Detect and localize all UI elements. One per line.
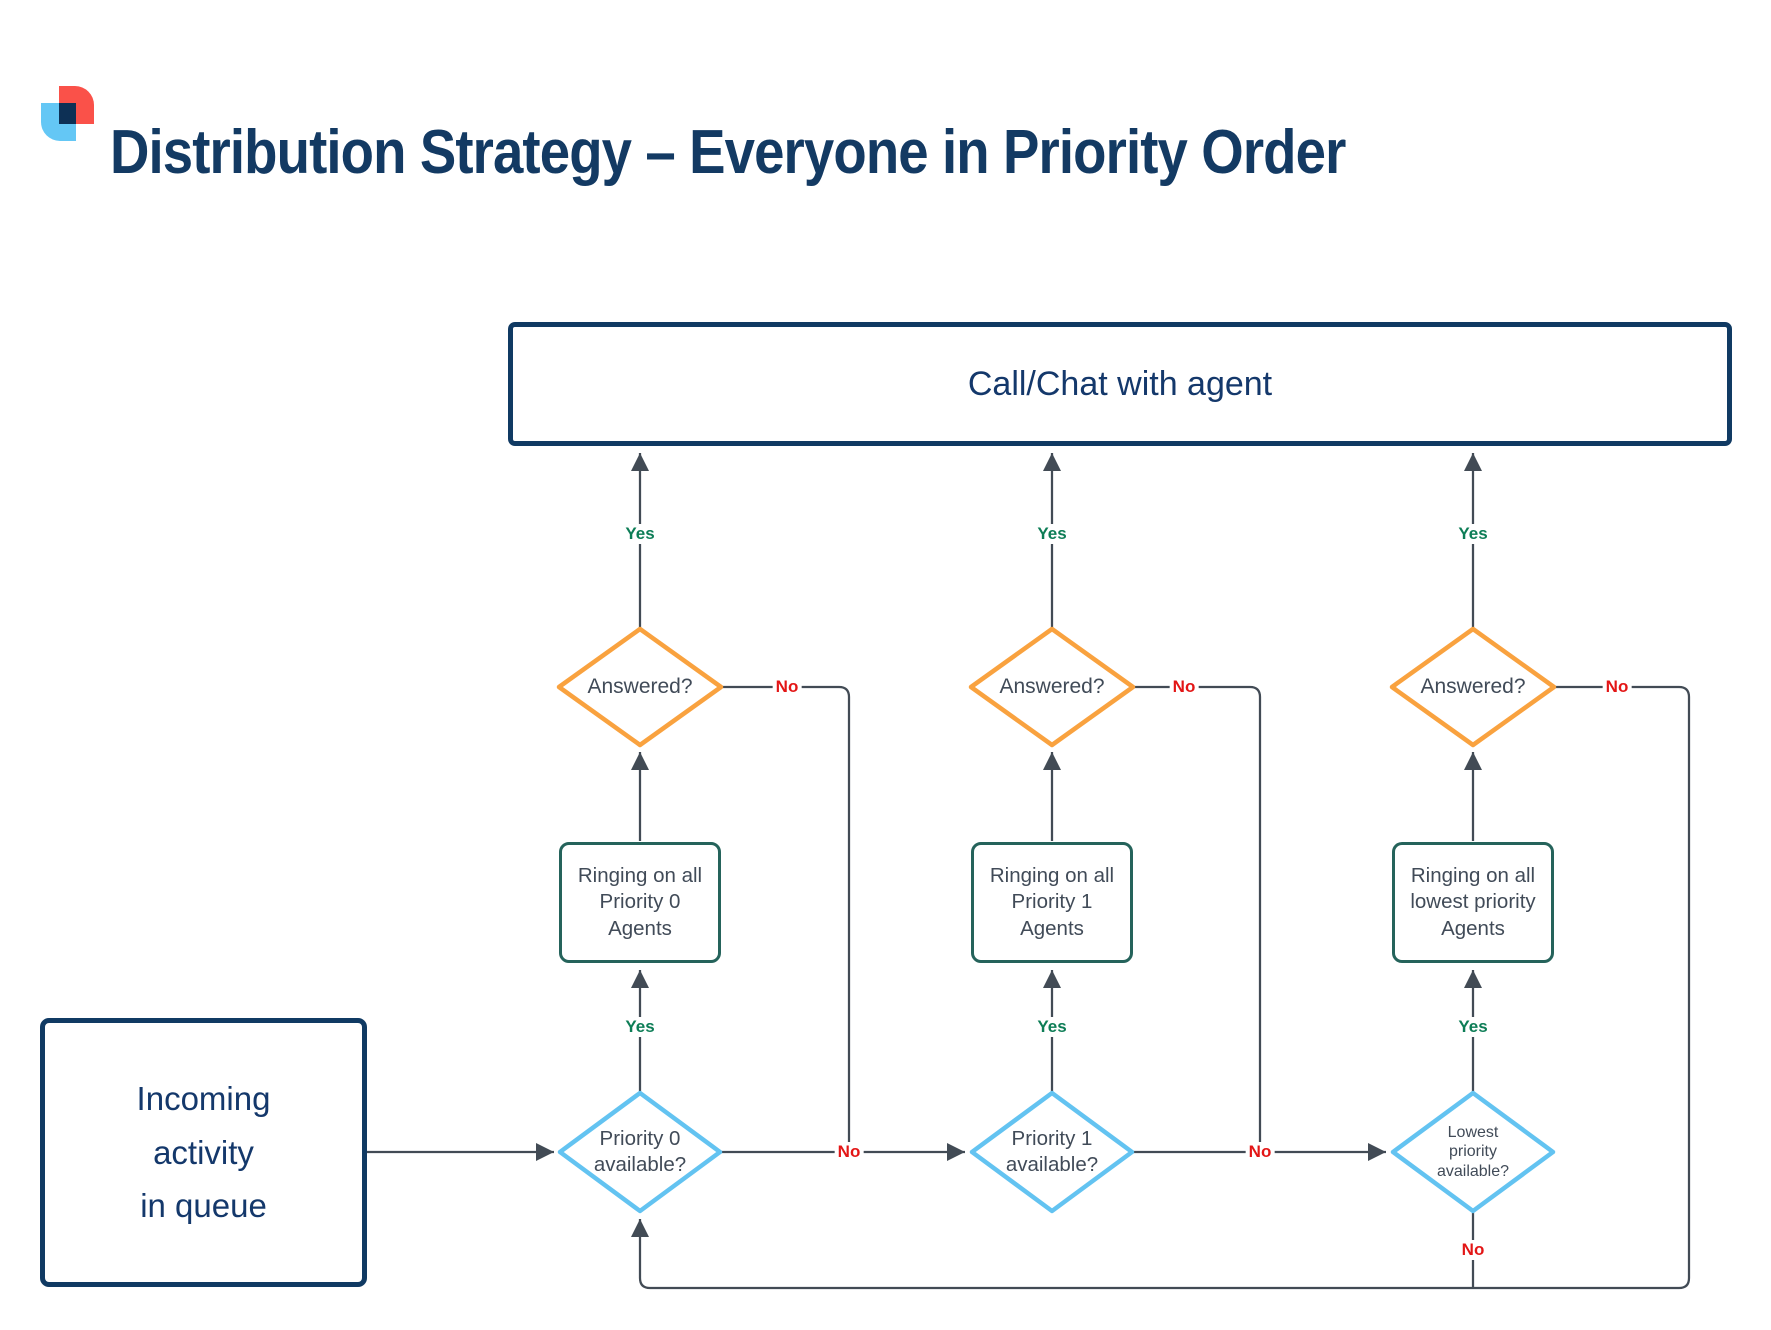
- connector-answered1-no: [722, 685, 851, 1151]
- ringing-box-priority1: Ringing on all Priority 1 Agents: [971, 842, 1133, 963]
- call-chat-label: Call/Chat with agent: [967, 364, 1273, 403]
- no-label-available-2: No: [1245, 1142, 1275, 1162]
- no-label-available-1: No: [834, 1142, 864, 1162]
- yes-label-answered-2: Yes: [1034, 524, 1070, 544]
- no-label-answered-1: No: [772, 677, 802, 697]
- page-title: Distribution Strategy – Everyone in Prio…: [110, 118, 1346, 187]
- ringing-box-lowest-priority: Ringing on all lowest priority Agents: [1392, 842, 1554, 963]
- yes-label-available-2: Yes: [1034, 1017, 1070, 1037]
- yes-label-answered-1: Yes: [622, 524, 658, 544]
- ringing-box-priority1-label: Ringing on all Priority 1 Agents: [989, 864, 1115, 940]
- yes-label-available-3: Yes: [1455, 1017, 1491, 1037]
- logo-overlap-square-icon: [59, 103, 76, 124]
- no-label-available-3: No: [1458, 1240, 1488, 1260]
- call-chat-box: Call/Chat with agent: [508, 322, 1732, 446]
- answered-diamond-3: [1389, 626, 1557, 748]
- answered-diamond-1: [556, 626, 724, 748]
- available-diamond-3: [1390, 1090, 1556, 1214]
- available-diamond-2: [969, 1090, 1135, 1214]
- ringing-box-priority0: Ringing on all Priority 0 Agents: [559, 842, 721, 963]
- yes-label-answered-3: Yes: [1455, 524, 1491, 544]
- connector-answered3-no-return: [631, 685, 1691, 1290]
- incoming-activity-label: Incoming activity in queue: [136, 1080, 271, 1225]
- no-label-answered-3: No: [1602, 677, 1632, 697]
- yes-label-available-1: Yes: [622, 1017, 658, 1037]
- answered-diamond-2: [968, 626, 1136, 748]
- incoming-activity-box: Incoming activity in queue: [40, 1018, 367, 1287]
- available-diamond-1: [557, 1090, 723, 1214]
- no-label-answered-2: No: [1169, 677, 1199, 697]
- ringing-box-lowest-priority-label: Ringing on all lowest priority Agents: [1410, 864, 1536, 940]
- ringing-box-priority0-label: Ringing on all Priority 0 Agents: [577, 864, 703, 940]
- connector-answered2-no: [1134, 685, 1262, 1151]
